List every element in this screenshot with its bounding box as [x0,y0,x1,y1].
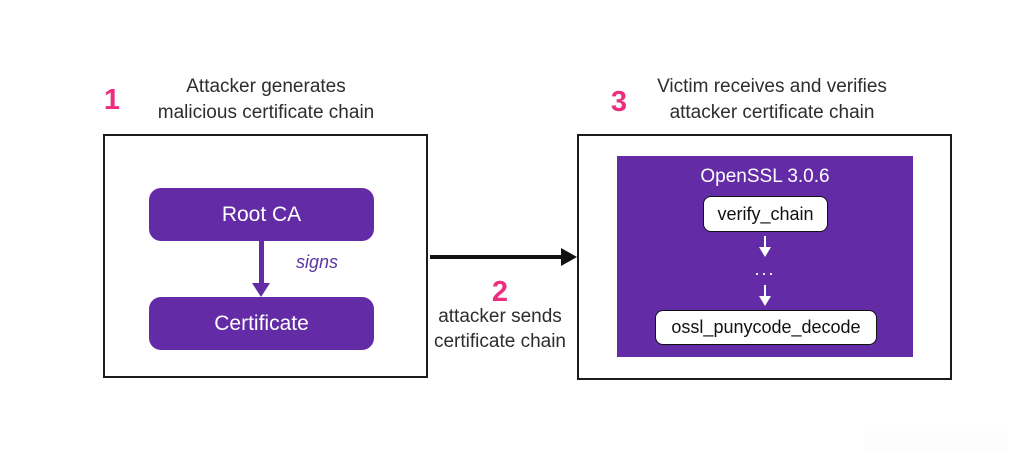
step-3-title-line1: Victim receives and verifies [657,76,887,97]
signs-edge-label: signs [296,252,339,272]
punycode-decode-label: ossl_punycode_decode [671,317,861,337]
watermark-block [864,431,1007,453]
step-3-title: Victim receives and verifies attacker ce… [636,74,908,126]
punycode-decode-node: ossl_punycode_decode [655,310,877,345]
call-ellipsis: ... [754,259,776,279]
step-1-title: Attacker generates malicious certificate… [122,74,410,126]
openssl-runtime-label: OpenSSL 3.0.6 [700,166,830,187]
call-arrow-2-head [759,296,771,306]
root-ca-label: Root CA [221,202,302,226]
verify-chain-label: verify_chain [717,203,814,224]
signs-arrow-line [259,241,264,283]
step-3-title-line2: attacker certificate chain [669,102,875,123]
call-arrow-2-line [764,285,766,296]
step-1-number: 1 [103,84,121,116]
transfer-arrow-head [561,248,577,266]
transfer-arrow-line [430,255,562,259]
step-2-caption-line1: attacker sends [438,306,562,327]
step-1-title-line1: Attacker generates [186,76,346,97]
step-2-number: 2 [491,276,509,308]
step-2-caption: attacker sends certificate chain [410,304,590,354]
step-2-caption-line2: certificate chain [433,331,566,352]
call-arrow-1-line [764,236,766,247]
certificate-node: Certificate [149,297,374,350]
call-arrow-1-head [759,247,771,257]
root-ca-node: Root CA [149,188,374,241]
certificate-label: Certificate [214,311,309,335]
signs-arrow-head [252,283,270,297]
verify-chain-node: verify_chain [703,196,828,232]
step-3-number: 3 [610,86,628,118]
step-1-title-line2: malicious certificate chain [157,102,375,123]
